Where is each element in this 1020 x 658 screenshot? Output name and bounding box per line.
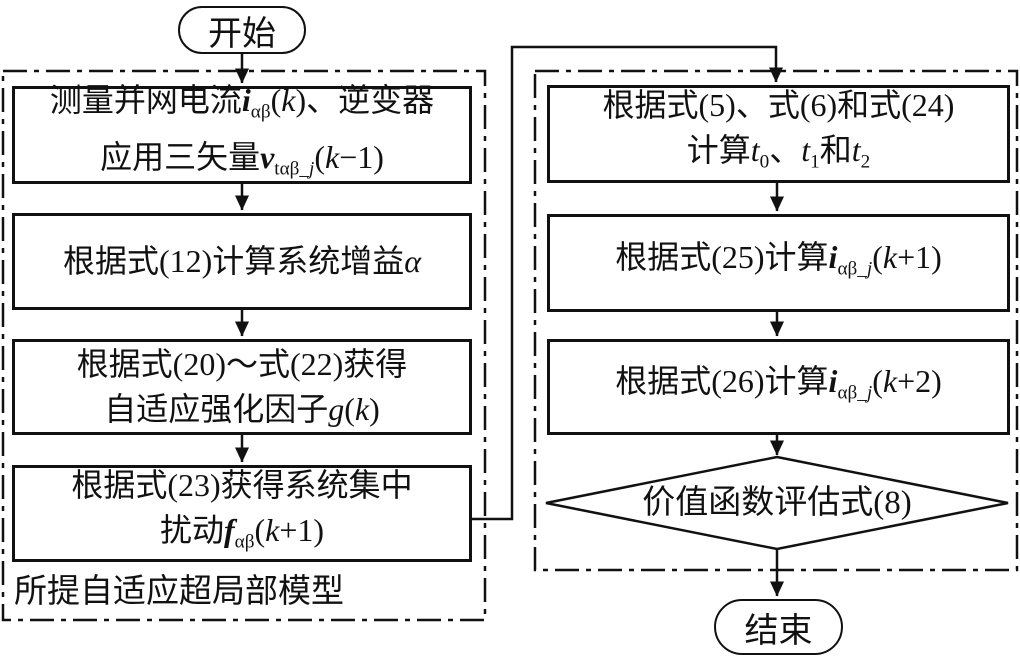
process-box-system-gain: 根据式(12)计算系统增益α — [12, 213, 472, 310]
box-text-line: 测量并网电流iαβ(k)、逆变器 — [49, 82, 435, 123]
start-label: 开始 — [208, 15, 276, 53]
decision-node-label: 价值函数评估式(8) — [642, 485, 912, 521]
process-box-predict-k2: 根据式(26)计算iαβ_j(k+2) — [547, 339, 1010, 435]
box-text-line: 根据式(25)计算iαβ_j(k+1) — [615, 238, 942, 280]
box-text-line: 根据式(20)～式(22)获得 — [76, 346, 408, 382]
start-node: 开始 — [178, 6, 306, 54]
process-box-predict-k1: 根据式(25)计算iαβ_j(k+1) — [547, 214, 1010, 312]
box-text-line: 根据式(26)计算iαβ_j(k+2) — [615, 362, 942, 404]
box-text-line: 扰动fαβ(k+1) — [159, 511, 325, 553]
process-box-measure-currents: 测量并网电流iαβ(k)、逆变器 应用三矢量vtαβ_j(k−1) — [12, 82, 472, 184]
end-label: 结束 — [744, 612, 813, 650]
box-text-line: 自适应强化因子g(k) — [104, 391, 380, 427]
box-text-line: 根据式(5)、式(6)和式(24) — [602, 87, 955, 124]
box-text-line: 应用三矢量vtαβ_j(k−1) — [100, 139, 384, 180]
connector-left-to-right-column — [472, 45, 783, 521]
process-box-lumped-disturbance: 根据式(23)获得系统集中 扰动fαβ(k+1) — [12, 465, 472, 562]
left-group-label: 所提自适应超局部模型 — [14, 574, 344, 610]
box-text-line: 计算t0、t1和t2 — [686, 132, 871, 173]
end-node: 结束 — [714, 599, 843, 655]
box-text-line: 根据式(23)获得系统集中 — [71, 466, 413, 503]
process-box-compute-times: 根据式(5)、式(6)和式(24) 计算t0、t1和t2 — [547, 85, 1010, 183]
decision-diamond-shape — [545, 455, 1009, 551]
box-text-line: 根据式(12)计算系统增益α — [62, 243, 422, 279]
process-box-reinforcement-factor: 根据式(20)～式(22)获得 自适应强化因子g(k) — [12, 339, 472, 435]
